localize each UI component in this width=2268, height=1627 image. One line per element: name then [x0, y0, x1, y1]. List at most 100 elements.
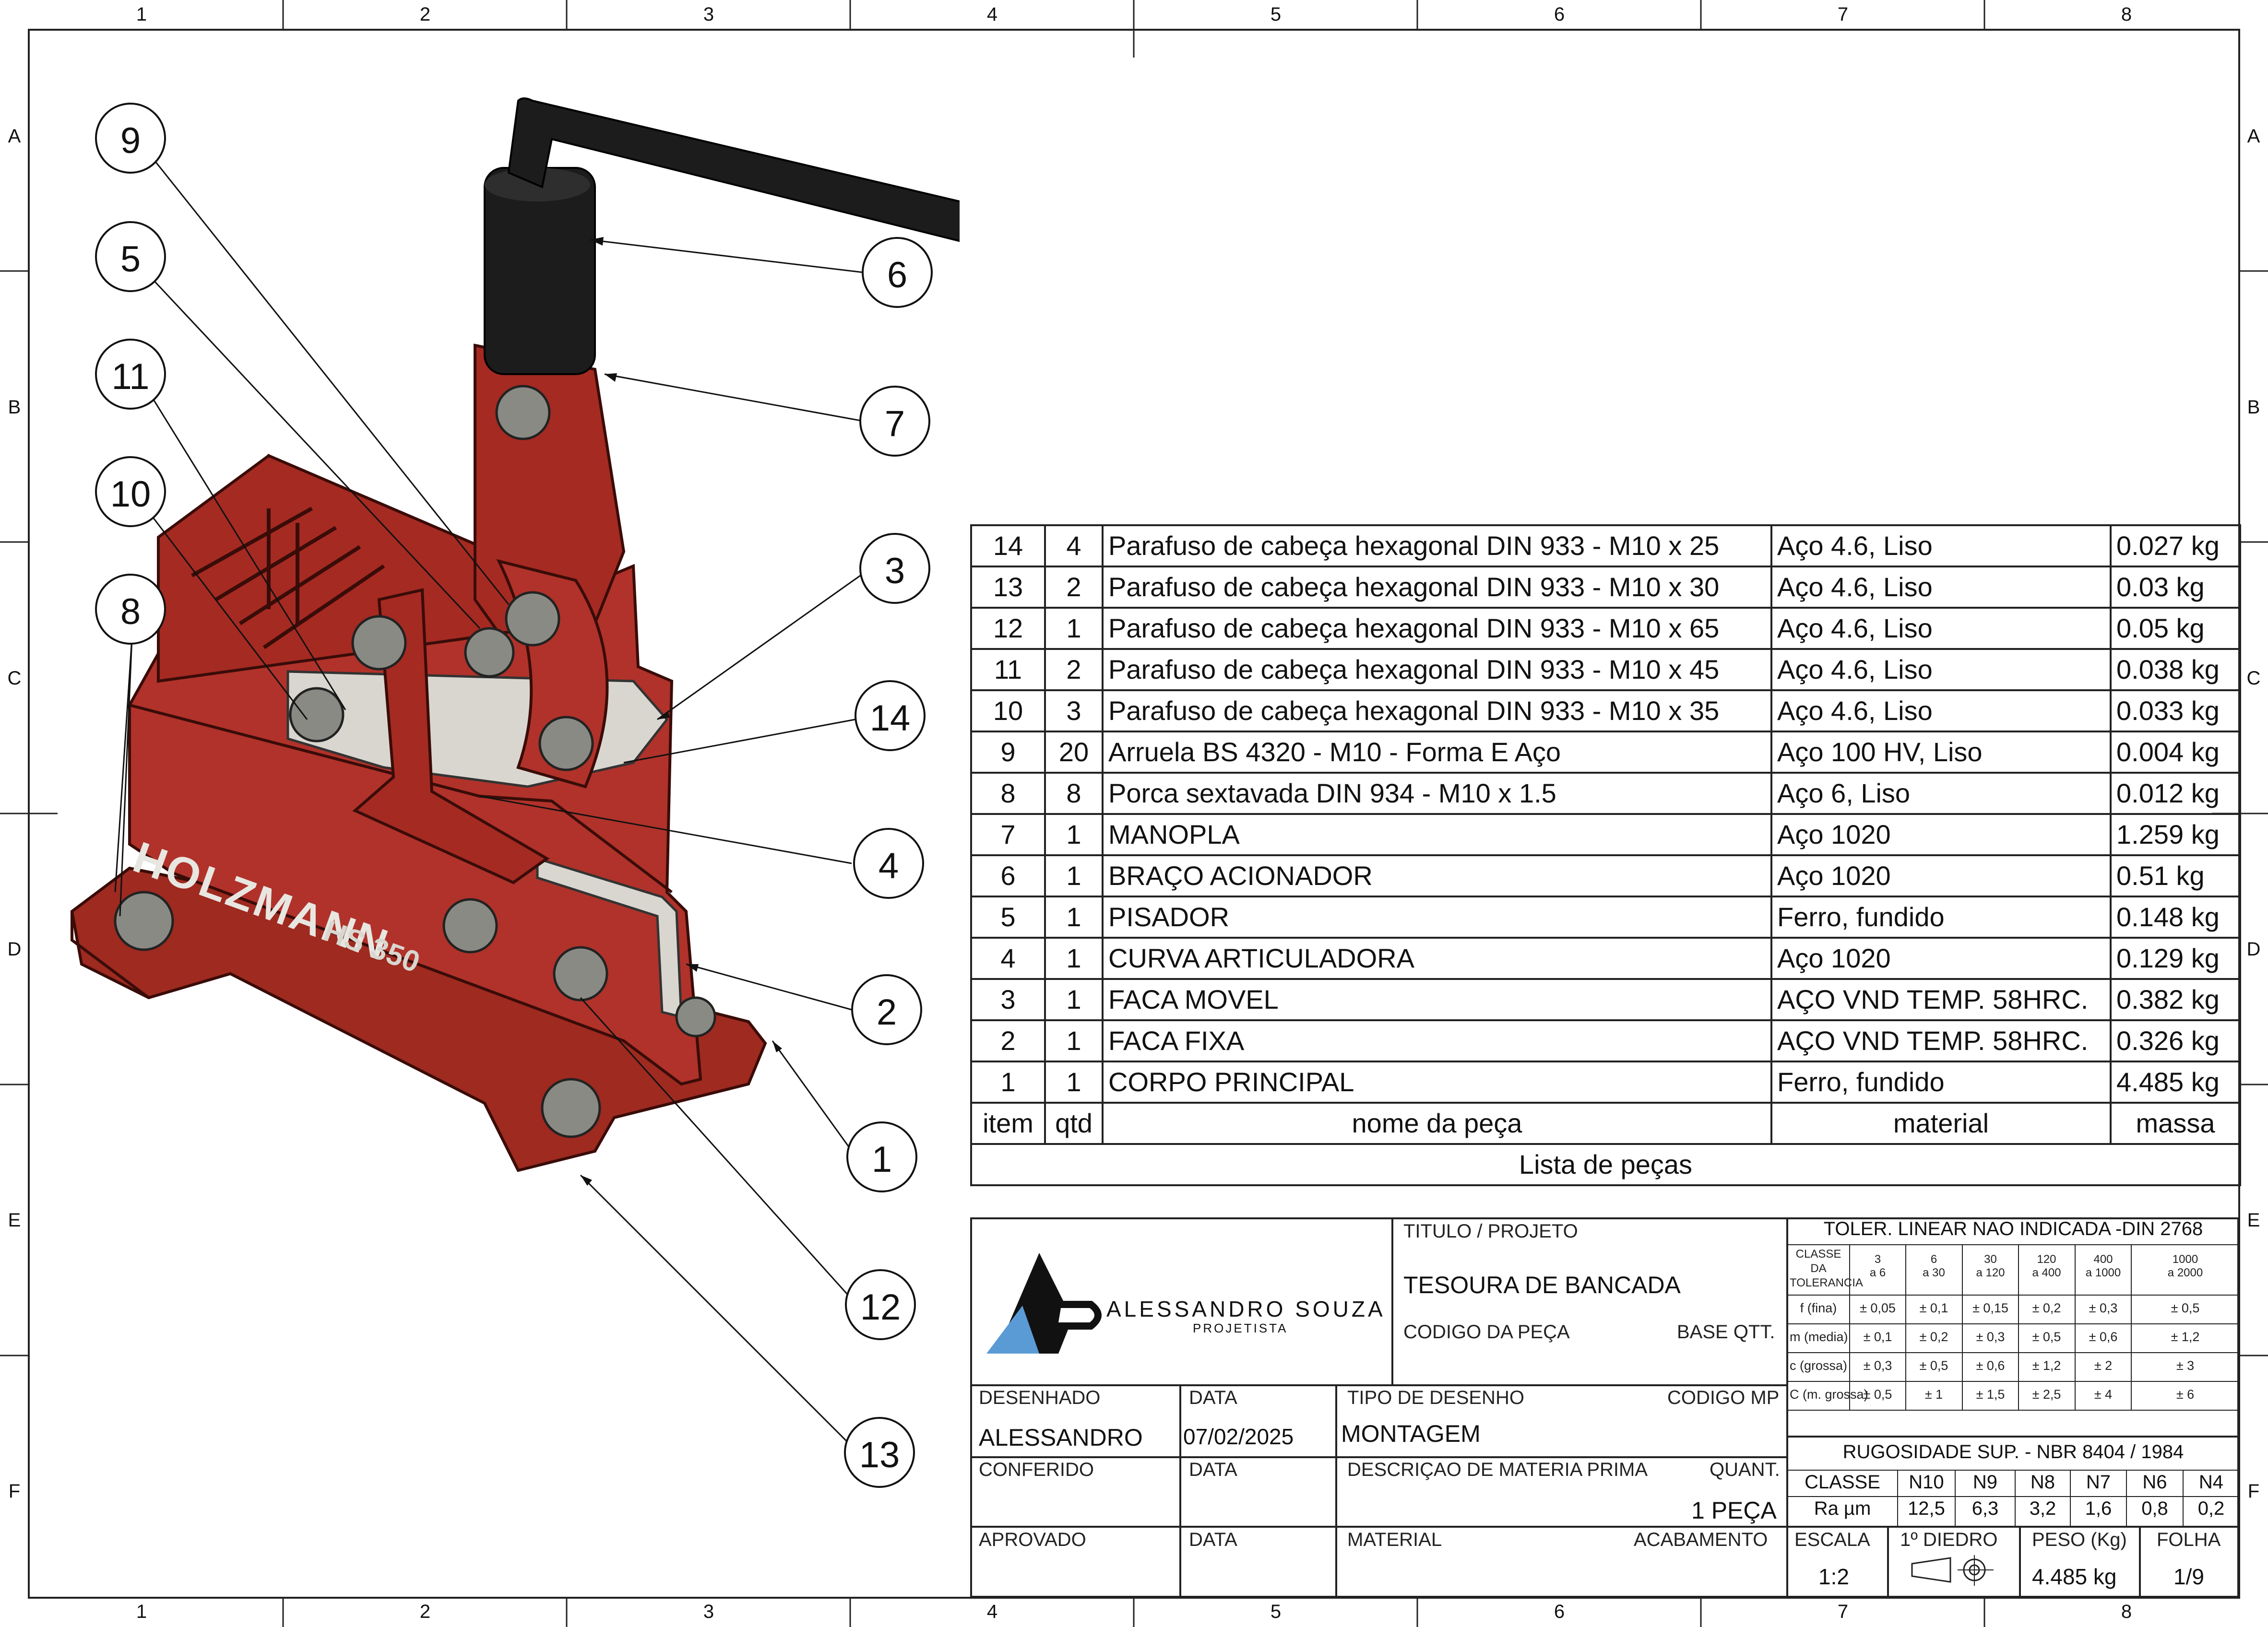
title-block: ALESSANDRO SOUZA PROJETISTA [970, 1217, 2239, 1598]
zone-row-a-left: A [8, 126, 21, 147]
roughness-ra: 0,8 [2141, 1498, 2168, 1519]
tolerance-value: ± 0,3 [1863, 1358, 1892, 1373]
roughness-class: N10 [1909, 1472, 1944, 1493]
zone-col-6-top: 6 [1554, 4, 1565, 25]
zone-row-a-right: A [2247, 126, 2260, 147]
zone-col-7-top: 7 [1837, 4, 1849, 25]
zone-col-4-top: 4 [986, 4, 998, 25]
tolerance-value: ± 0,5 [1863, 1387, 1892, 1402]
tolerance-value: ± 6 [2176, 1387, 2195, 1402]
parts-cell-nome: Porca sextavada DIN 934 - M10 x 1.5 [1102, 772, 1772, 815]
parts-cell-material: Ferro, fundido [1770, 1061, 2112, 1104]
parts-cell-material: Aço 1020 [1770, 937, 2112, 980]
tolerance-range-from: 120 [2037, 1253, 2056, 1266]
tolerance-row-name: m (media) [1790, 1330, 1848, 1344]
zone-col-5-top: 5 [1270, 4, 1282, 25]
roughness-classe-label: CLASSE [1805, 1472, 1880, 1493]
parts-header-item: item [970, 1102, 1046, 1145]
parts-cell-massa: 1.259 kg [2110, 813, 2241, 856]
zone-row-c-left: C [7, 668, 22, 689]
parts-cell-item: 8 [970, 772, 1046, 815]
folha-label: FOLHA [2157, 1529, 2221, 1550]
balloon-12: 12 [860, 1287, 901, 1328]
tolerance-value: ± 0,1 [1919, 1301, 1948, 1315]
parts-cell-item: 13 [970, 566, 1046, 609]
parts-cell-massa: 0.326 kg [2110, 1019, 2241, 1062]
fixed-blade [536, 857, 683, 1019]
parts-cell-item: 2 [970, 1019, 1046, 1062]
tolerance-range-from: 3 [1874, 1253, 1881, 1266]
zone-col-7-bottom: 7 [1837, 1601, 1849, 1622]
quant-label: QUANT. [1710, 1459, 1780, 1480]
tolerance-value: ± 3 [2176, 1358, 2195, 1373]
balloon-3: 3 [884, 551, 905, 591]
balloon-2: 2 [876, 992, 897, 1033]
parts-cell-item: 3 [970, 978, 1046, 1021]
zone-col-6-bottom: 6 [1554, 1601, 1565, 1622]
zone-row-e-left: E [8, 1210, 21, 1231]
tolerance-value: ± 0,3 [2089, 1301, 2118, 1315]
balloon-11: 11 [111, 356, 150, 397]
parts-cell-nome: FACA FIXA [1102, 1019, 1772, 1062]
data-label-3: DATA [1189, 1529, 1237, 1550]
parts-cell-nome: Parafuso de cabeça hexagonal DIN 933 - M… [1102, 607, 1772, 650]
zone-row-d-right: D [2246, 939, 2261, 960]
tolerance-value: ± 0,3 [1976, 1330, 2005, 1344]
parts-cell-massa: 0.51 kg [2110, 854, 2241, 897]
parts-cell-item: 7 [970, 813, 1046, 856]
parts-cell-qtd: 1 [1044, 978, 1104, 1021]
assembly-illustration [70, 97, 960, 1172]
roughness-ra: 1,6 [2085, 1498, 2112, 1519]
conferido-label: CONFERIDO [979, 1459, 1094, 1480]
parts-cell-item: 9 [970, 731, 1046, 774]
parts-header-nome: nome da peça [1102, 1102, 1772, 1145]
tolerance-value: ± 0,5 [2032, 1330, 2061, 1344]
balloon-circles [95, 103, 933, 1488]
zone-col-3-top: 3 [703, 4, 714, 25]
tolerance-value: ± 0,6 [2089, 1330, 2118, 1344]
parts-cell-nome: MANOPLA [1102, 813, 1772, 856]
roughness-ra: 6,3 [1971, 1498, 1999, 1519]
parts-cell-material: Aço 1020 [1770, 813, 2112, 856]
parts-caption-row: Lista de peças [970, 1143, 2241, 1186]
escala-value: 1:2 [1818, 1564, 1849, 1589]
parts-cell-item: 12 [970, 607, 1046, 650]
tolerance-value: ± 0,05 [1860, 1301, 1896, 1315]
parts-cell-qtd: 3 [1044, 689, 1104, 732]
parts-cell-material: AÇO VND TEMP. 58HRC. [1770, 978, 2112, 1021]
presser [352, 588, 550, 884]
parts-cell-qtd: 1 [1044, 607, 1104, 650]
parts-cell-qtd: 1 [1044, 854, 1104, 897]
tolerance-title: TOLER. LINEAR NAO INDICADA -DIN 2768 [1823, 1218, 2203, 1239]
parts-cell-nome: Parafuso de cabeça hexagonal DIN 933 - M… [1102, 648, 1772, 691]
tolerance-value: ± 0,2 [2032, 1301, 2061, 1315]
balloon-14: 14 [869, 698, 911, 739]
parts-cell-qtd: 2 [1044, 566, 1104, 609]
tolerance-value: ± 0,2 [1919, 1330, 1948, 1344]
tolerance-value: ± 2,5 [2032, 1387, 2061, 1402]
tolerance-value: ± 0,5 [2171, 1301, 2200, 1315]
tolerance-range-from: 1000 [2172, 1253, 2198, 1266]
zone-row-b-left: B [8, 397, 21, 418]
parts-cell-material: Aço 4.6, Liso [1770, 689, 2112, 732]
parts-cell-nome: Parafuso de cabeça hexagonal DIN 933 - M… [1102, 524, 1772, 567]
parts-header-massa: massa [2110, 1102, 2241, 1145]
tolerance-value: ± 1,2 [2032, 1358, 2061, 1373]
tolerance-value: ± 1,5 [1976, 1387, 2005, 1402]
parts-cell-massa: 0.004 kg [2110, 731, 2241, 774]
tolerance-range-to: a 30 [1923, 1266, 1945, 1279]
parts-cell-massa: 0.012 kg [2110, 772, 2241, 815]
parts-cell-qtd: 1 [1044, 1061, 1104, 1104]
zone-row-f-right: F [2247, 1481, 2260, 1502]
parts-cell-material: Aço 4.6, Liso [1770, 524, 2112, 567]
parts-cell-item: 14 [970, 524, 1046, 567]
balloon-10: 10 [110, 474, 151, 515]
first-angle-projection-icon [1911, 1555, 1994, 1586]
parts-cell-qtd: 20 [1044, 731, 1104, 774]
